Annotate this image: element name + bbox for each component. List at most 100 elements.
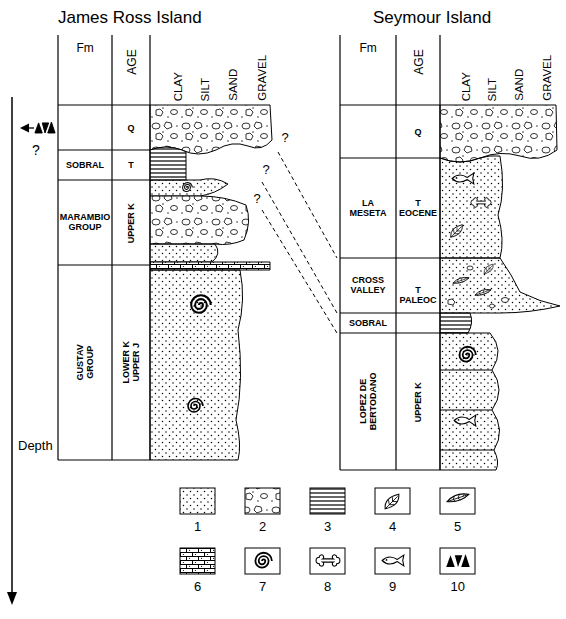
grain-size-header: GRAVEL — [542, 55, 554, 101]
column-grid — [339, 35, 340, 470]
formation-cell: GUSTAV GROUP — [58, 265, 112, 460]
legend-swatch — [180, 488, 215, 514]
island-title: Seymour Island — [373, 9, 491, 26]
legend-symbol — [446, 554, 470, 567]
unit-label: LOPEZ DE BERTODANO — [358, 366, 379, 436]
grain-size-header: CLAY — [460, 72, 472, 101]
lithology-profile — [440, 258, 560, 313]
unit-label: SOBRAL — [61, 160, 109, 170]
column-grid — [340, 332, 440, 333]
age-cell: T PALEOC — [396, 258, 440, 333]
column-grid — [58, 459, 150, 460]
legend-symbol — [255, 494, 469, 568]
legend-swatch — [245, 548, 280, 574]
column-grid — [58, 35, 440, 470]
fossil-symbol — [451, 225, 463, 238]
legend-number: 2 — [259, 520, 266, 533]
gravel-clast — [490, 304, 495, 308]
uncertain-mark: ? — [31, 143, 41, 157]
lithology-profile — [440, 105, 557, 162]
column-grid — [58, 149, 150, 150]
unit-label: T PALEOC — [398, 285, 438, 306]
unit-label: T EOCENE — [398, 198, 438, 219]
legend-number: 1 — [194, 520, 201, 533]
lithology-profile — [440, 313, 472, 333]
unit-label: UPPER K — [413, 382, 423, 422]
fossil-symbol — [451, 173, 494, 426]
volcanic-marker — [28, 127, 34, 128]
legend-swatch — [375, 488, 410, 514]
depth-arrow — [7, 97, 17, 605]
age-cell: Q — [396, 105, 440, 158]
lithology-profile — [440, 450, 494, 451]
depth-arrow — [11, 97, 13, 596]
formation-cell: CROSS VALLEY — [340, 258, 396, 313]
lithology-profile — [440, 156, 503, 258]
column-grid — [149, 35, 150, 460]
fossil-symbol — [475, 289, 491, 295]
grain-size-header: SAND — [514, 69, 526, 101]
column-header: Fm — [360, 42, 377, 54]
legend-swatch — [310, 548, 345, 574]
lithology-profile — [150, 262, 270, 270]
fossil-symbol — [188, 399, 203, 413]
column-grid — [58, 264, 150, 265]
column-header: AGE — [412, 49, 424, 74]
fossil-symbol — [183, 183, 193, 192]
legend-number: 8 — [324, 580, 331, 593]
legend-swatch — [180, 488, 475, 574]
depth-arrow — [7, 592, 17, 605]
unit-label: T — [115, 160, 147, 170]
legend-symbol — [255, 553, 272, 568]
grain-size-header: CLAY — [172, 72, 184, 101]
uncertain-mark: ? — [281, 131, 290, 144]
legend-number: 9 — [389, 580, 396, 593]
column-grid — [340, 312, 440, 313]
legend-symbol — [385, 494, 399, 509]
grain-size-header: GRAVEL — [257, 55, 269, 101]
column-grid — [340, 104, 440, 105]
legend-symbol — [382, 555, 404, 566]
legend-number: 7 — [259, 580, 266, 593]
lithology-profile — [150, 196, 249, 245]
fossil-symbol — [484, 264, 493, 274]
grain-size-header: SILT — [199, 78, 211, 101]
volcanic-marker — [20, 124, 29, 133]
fossil-symbol — [453, 277, 469, 283]
gravel-clast — [448, 299, 455, 305]
column-grid — [111, 35, 112, 460]
legend-number: 4 — [389, 520, 396, 533]
fossil-symbol — [191, 295, 211, 313]
grain-size-header: SAND — [228, 69, 240, 101]
lithology-profile — [150, 179, 228, 196]
gravel-clast — [448, 266, 509, 308]
legend-number: 3 — [324, 520, 331, 533]
axis-label: Depth — [18, 439, 53, 452]
unit-label: UPPER K — [126, 203, 136, 243]
column-grid — [340, 257, 440, 258]
legend-swatch — [440, 488, 475, 514]
unit-label: LA MESETA — [346, 198, 390, 219]
legend-swatch — [180, 548, 215, 574]
fossil-symbol — [471, 198, 491, 208]
formation-cell: LOPEZ DE BERTODANO — [340, 333, 396, 470]
legend-swatch — [375, 548, 410, 574]
unit-label: SOBRAL — [343, 318, 393, 328]
formation-cell: SOBRAL — [340, 313, 396, 333]
lithology-profile — [440, 333, 500, 470]
column-grid — [439, 35, 440, 470]
formation-cell: SOBRAL — [58, 150, 112, 180]
lithology-profile — [440, 370, 492, 371]
unit-label: Q — [399, 127, 437, 137]
legend-symbol — [447, 494, 469, 502]
formation-cell: LA MESETA — [340, 158, 396, 258]
legend-swatch — [245, 488, 280, 514]
fossil-symbol — [454, 415, 476, 426]
age-cell: UPPER K — [396, 333, 440, 470]
legend-number: 5 — [454, 520, 461, 533]
gravel-clast — [467, 266, 473, 270]
gravel-clast — [502, 298, 509, 303]
column-grid — [58, 179, 150, 180]
island-title: James Ross Island — [58, 9, 202, 26]
